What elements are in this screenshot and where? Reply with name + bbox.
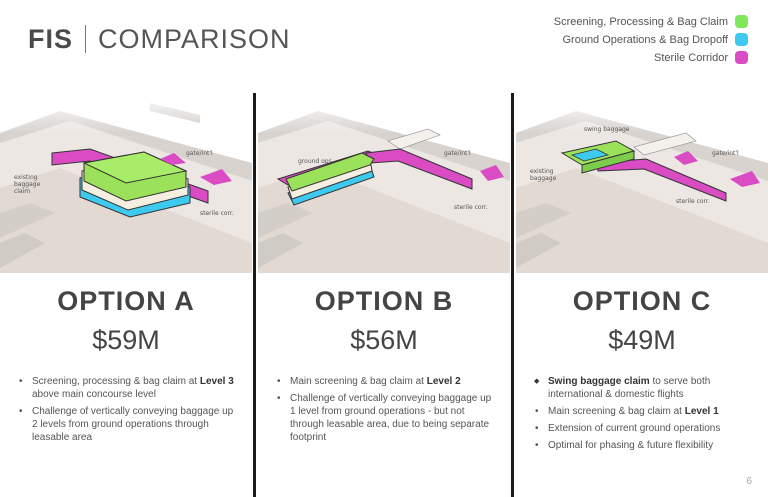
legend-label: Sterile Corridor (654, 52, 728, 64)
legend: Screening, Processing & Bag Claim Ground… (554, 13, 748, 67)
legend-item-sterile-corridor: Sterile Corridor (554, 49, 748, 67)
option-c-title: OPTION C (572, 286, 712, 316)
list-item: Swing baggage claim to serve both intern… (532, 375, 757, 401)
option-b-rendering: ground ops gate/int'l sterile corr. (258, 93, 510, 273)
svg-text:sterile corr.: sterile corr. (676, 198, 710, 205)
page-title: FIS COMPARISON (28, 24, 291, 55)
option-a-cost: $59M (92, 325, 160, 355)
legend-label: Ground Operations & Bag Dropoff (562, 34, 728, 46)
svg-text:baggage: baggage (530, 175, 557, 182)
list-item: Extension of current ground operations (532, 422, 757, 435)
option-a-bullets: Screening, processing & bag claim at Lev… (16, 375, 241, 448)
option-a-column: existing baggage claim gate/int'l steril… (0, 93, 252, 497)
option-c-rendering: swing baggage existing baggage gate/int'… (516, 93, 768, 273)
option-a-rendering: existing baggage claim gate/int'l steril… (0, 93, 252, 273)
title-light: COMPARISON (98, 24, 291, 54)
legend-label: Screening, Processing & Bag Claim (553, 16, 728, 28)
option-b-cost: $56M (350, 325, 418, 355)
page-number: 6 (746, 476, 752, 487)
list-item: Challenge of vertically conveying baggag… (274, 392, 499, 444)
svg-text:gate/int'l: gate/int'l (186, 150, 213, 157)
svg-text:ground ops: ground ops (298, 158, 332, 165)
svg-text:baggage: baggage (14, 181, 41, 188)
legend-item-ground-ops: Ground Operations & Bag Dropoff (554, 31, 748, 49)
svg-text:swing baggage: swing baggage (584, 126, 630, 133)
title-separator (85, 25, 87, 53)
legend-swatch-blue (735, 33, 748, 46)
option-a-title: OPTION A (57, 286, 195, 316)
option-c-column: swing baggage existing baggage gate/int'… (516, 93, 768, 497)
column-divider (253, 93, 256, 497)
svg-text:gate/int'l: gate/int'l (444, 150, 471, 157)
legend-swatch-magenta (735, 51, 748, 64)
svg-text:sterile corr.: sterile corr. (454, 204, 488, 211)
option-c-cost: $49M (608, 325, 676, 355)
svg-text:existing: existing (14, 174, 38, 181)
column-divider (511, 93, 514, 497)
list-item: Challenge of vertically conveying baggag… (16, 405, 241, 444)
svg-text:existing: existing (530, 168, 554, 175)
option-b-bullets: Main screening & bag claim at Level 2 Ch… (274, 375, 499, 448)
svg-text:claim: claim (14, 188, 30, 195)
svg-text:gate/int'l: gate/int'l (712, 150, 739, 157)
option-c-bullets: Swing baggage claim to serve both intern… (532, 375, 757, 456)
legend-swatch-green (735, 15, 748, 28)
list-item: Optimal for phasing & future flexibility (532, 439, 757, 452)
list-item: Screening, processing & bag claim at Lev… (16, 375, 241, 401)
option-b-column: ground ops gate/int'l sterile corr. OPTI… (258, 93, 510, 497)
list-item: Main screening & bag claim at Level 2 (274, 375, 499, 388)
title-bold: FIS (28, 24, 74, 54)
legend-item-screening: Screening, Processing & Bag Claim (554, 13, 748, 31)
option-b-title: OPTION B (314, 286, 454, 316)
list-item: Main screening & bag claim at Level 1 (532, 405, 757, 418)
svg-text:sterile corr.: sterile corr. (200, 210, 234, 217)
